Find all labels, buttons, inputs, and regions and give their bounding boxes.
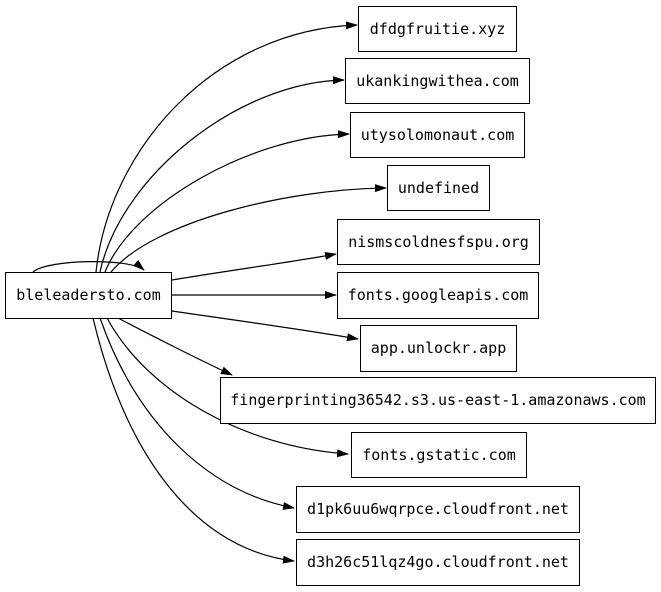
edge-self-loop — [32, 259, 145, 273]
node-bleleadersto-com: bleleadersto.com — [5, 272, 172, 319]
edge-to-ukankingwithea-com — [99, 76, 345, 273]
edge-to-nismscoldnesfspu-org — [171, 252, 337, 281]
edge-to-d1pk6uu6wqrpce-cloudfront-net — [99, 317, 295, 510]
edge-to-utysolomonaut-com — [104, 130, 350, 273]
edge-to-d3h26c51lqz4go-cloudfront-net — [92, 317, 295, 564]
node-ukankingwithea-com: ukankingwithea.com — [345, 58, 530, 104]
node-fonts-gstatic-com: fonts.gstatic.com — [351, 432, 527, 478]
edge-to-undefined — [110, 184, 387, 273]
edge-to-fingerprinting36542-s3-us-east-1-amazonaws-com — [117, 317, 233, 376]
edge-to-app-unlockr-app — [171, 310, 359, 342]
edge-to-fonts-gstatic-com — [106, 317, 349, 458]
node-fonts-googleapis-com: fonts.googleapis.com — [337, 272, 539, 319]
node-d1pk6uu6wqrpce-cloudfront-net: d1pk6uu6wqrpce.cloudfront.net — [296, 486, 580, 533]
edge-to-dfdgfruitie-xyz — [95, 21, 358, 273]
node-fingerprinting36542-s3-us-east-1-amazonaws-com: fingerprinting36542.s3.us-east-1.amazona… — [220, 377, 656, 424]
node-utysolomonaut-com: utysolomonaut.com — [350, 112, 525, 158]
node-d3h26c51lqz4go-cloudfront-net: d3h26c51lqz4go.cloudfront.net — [296, 539, 580, 586]
node-undefined: undefined — [387, 165, 490, 211]
node-app-unlockr-app: app.unlockr.app — [360, 325, 517, 372]
node-dfdgfruitie-xyz: dfdgfruitie.xyz — [358, 6, 517, 52]
node-nismscoldnesfspu-org: nismscoldnesfspu.org — [337, 219, 540, 265]
